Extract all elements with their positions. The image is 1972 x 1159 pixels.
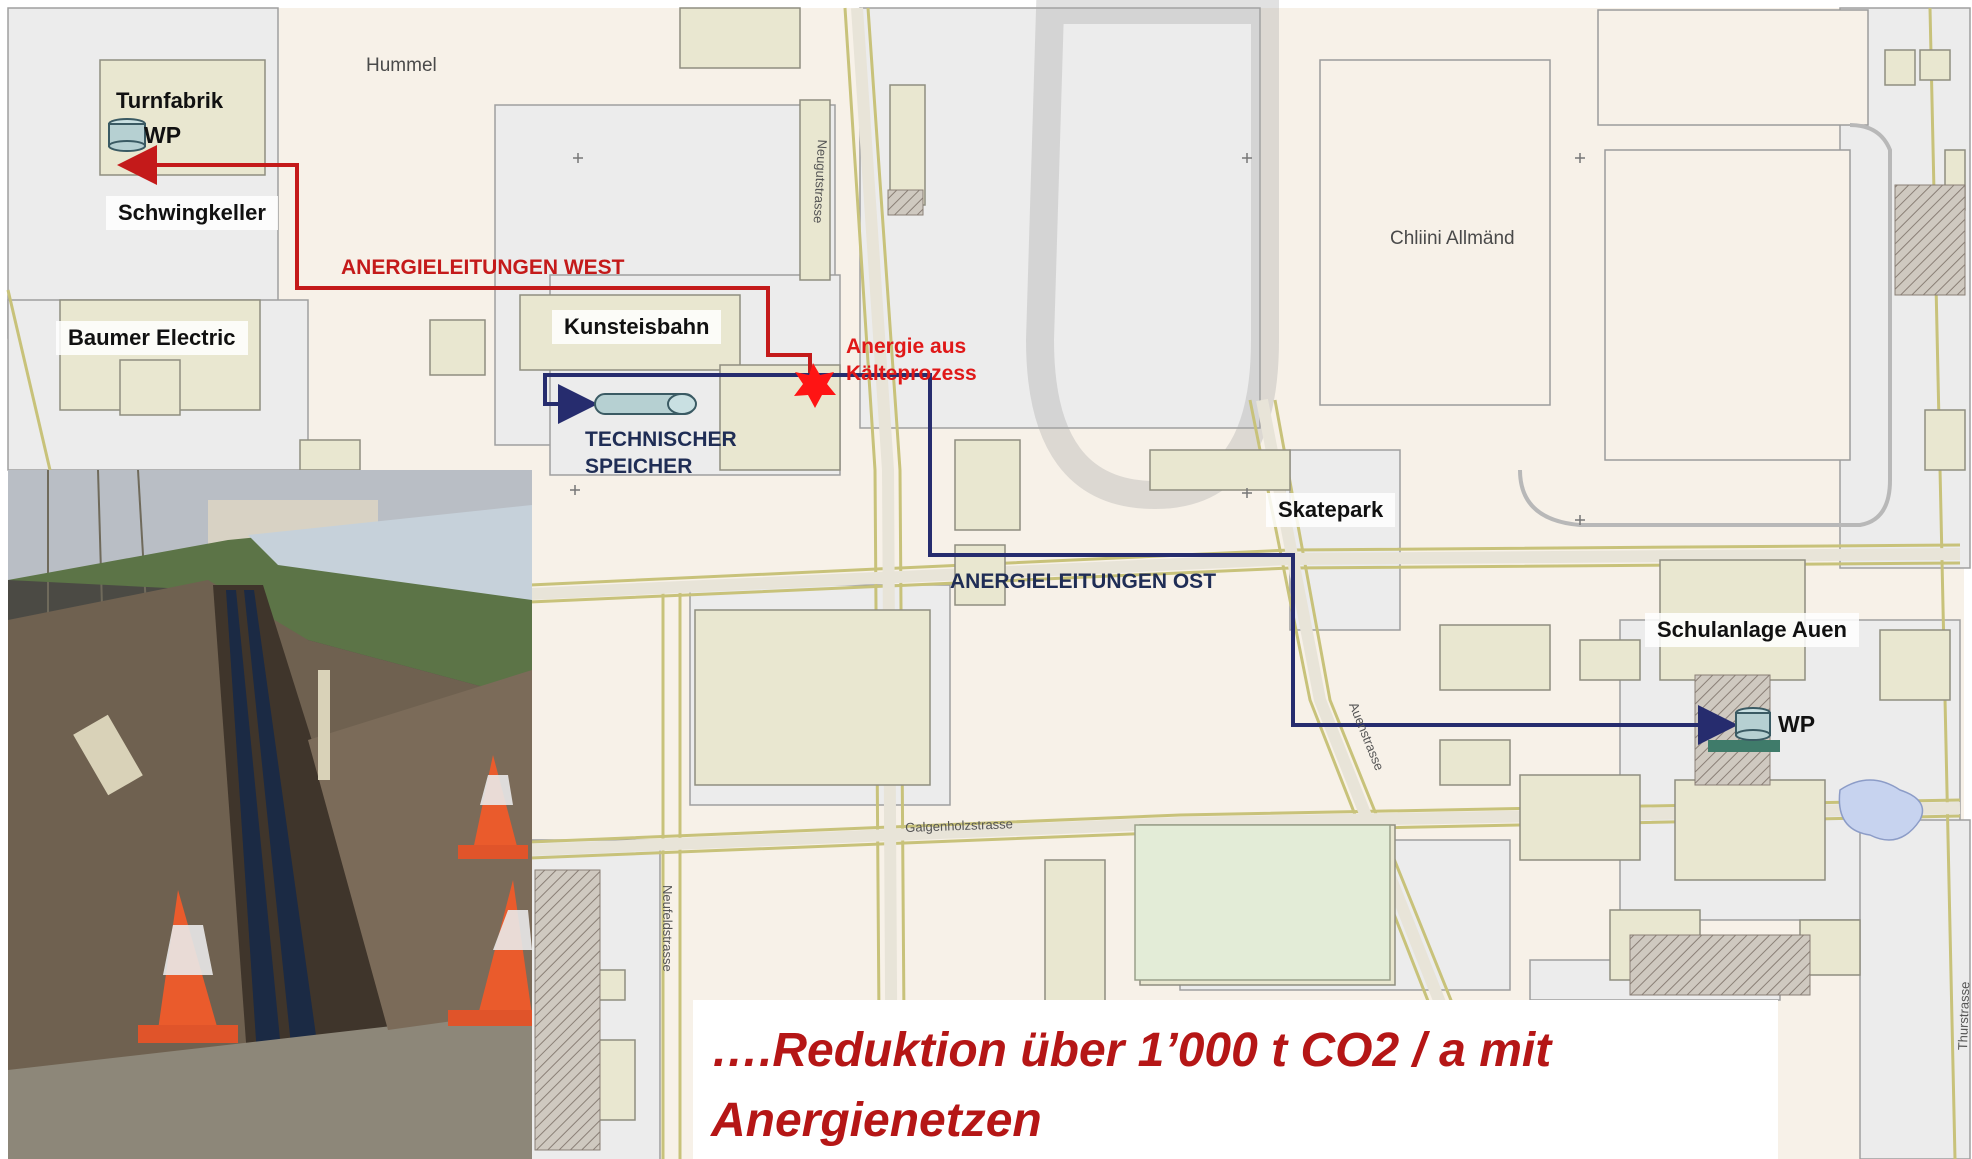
label-kunsteisbahn: Kunsteisbahn xyxy=(552,310,722,344)
label-anergie-west: ANERGIELEITUNGEN WEST xyxy=(341,256,625,279)
hatched-areas xyxy=(534,184,1966,1151)
anergie-line-east xyxy=(543,373,1738,745)
label-anergie-source-1: Anergie aus xyxy=(846,335,967,358)
label-speicher-1: TECHNISCHER xyxy=(585,428,737,451)
construction-photo xyxy=(8,470,532,1159)
cylinder-tank-icon xyxy=(594,393,697,415)
pond xyxy=(1838,779,1924,841)
label-speicher-2: SPEICHER xyxy=(585,455,693,478)
traffic-cone-icon xyxy=(458,755,528,859)
label-turnfabrik: Turnfabrik xyxy=(116,88,224,113)
label-baumer-electric: Baumer Electric xyxy=(56,321,248,355)
label-hummel: Hummel xyxy=(366,55,437,76)
traffic-cone-icon xyxy=(138,890,238,1043)
anergie-line-west xyxy=(117,145,812,378)
street-neufeldstrasse: Neufeldstrasse xyxy=(660,885,675,972)
sports-fields xyxy=(1025,0,1892,527)
heat-pump-tank-icon xyxy=(108,118,146,152)
traffic-cone-icon xyxy=(448,880,532,1026)
label-wp-west: WP xyxy=(144,122,182,148)
green-area xyxy=(1134,824,1391,981)
label-skatepark: Skatepark xyxy=(1266,493,1396,527)
anergie-line-storage-branch xyxy=(543,378,598,424)
survey-marks xyxy=(570,153,1585,525)
label-anergie-ost: ANERGIELEITUNGEN OST xyxy=(950,570,1217,593)
label-schulanlage-auen: Schulanlage Auen xyxy=(1645,613,1859,647)
caption-box: ….Reduktion über 1’000 t CO2 / a mit Ane… xyxy=(693,1000,1778,1159)
label-chliini-allmaend: Chliini Allmänd xyxy=(1390,228,1515,249)
label-anergie-source-2: Kälteprozess xyxy=(846,362,977,385)
label-schwingkeller: Schwingkeller xyxy=(106,196,278,230)
street-thurstrasse: Thurstrasse xyxy=(1955,981,1972,1051)
heat-pump-tank-icon xyxy=(1708,707,1780,752)
caption-text: ….Reduktion über 1’000 t CO2 / a mit Ane… xyxy=(711,1024,1552,1147)
red-star-icon xyxy=(794,363,836,408)
label-wp-east: WP xyxy=(1778,711,1816,737)
